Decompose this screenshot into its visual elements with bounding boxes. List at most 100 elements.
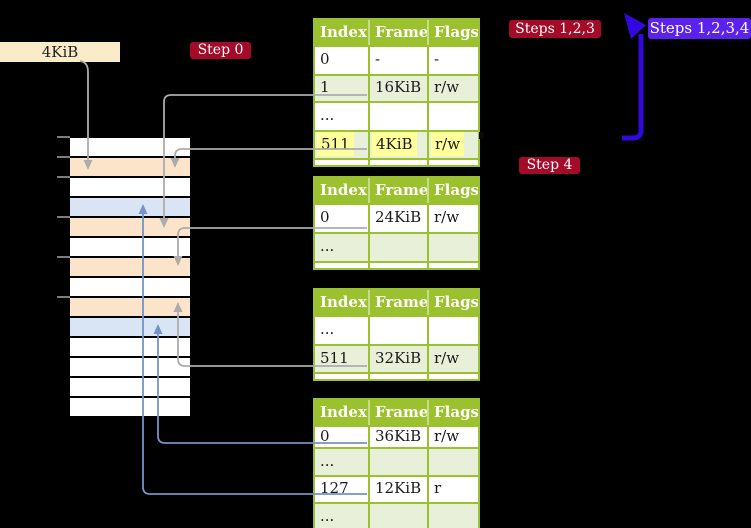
table-cell: - [427,47,478,74]
table-cell: 127 [315,477,368,502]
table-cell: ... [315,234,368,261]
table-cell [315,263,368,268]
table-cell [368,160,427,165]
table-cell: 32KiB [368,346,427,372]
table-row: ... [315,101,478,130]
table-header-cell: Index [315,178,368,203]
memory-frame-row [70,358,190,376]
table-cell: 511 [315,346,368,372]
table-cell [315,160,368,165]
table-header-cell: Flags [427,290,478,315]
memory-frame-row [70,398,190,416]
table-cell [427,263,478,268]
table-cell [368,317,427,344]
table-cell: 0 [315,205,368,232]
badge-step-0: Step 0 [190,42,251,59]
table-cell: r/w [427,205,478,232]
table-row: ... [315,447,478,475]
address-tick-mark [57,136,70,138]
table-cell [427,234,478,261]
table-cell: 36KiB [368,427,427,447]
memory-frame-row [70,238,190,256]
table-cell: ... [315,449,368,475]
address-tick-mark [57,156,70,158]
table-cell: ... [315,103,368,130]
highlighted-value: r/w [431,132,465,156]
table-cell: 0 [315,47,368,74]
table-cell [427,449,478,475]
table-cell [368,504,427,528]
memory-frame-row [70,298,190,316]
table-cell: r/w [427,132,478,158]
table-row: ... [315,232,478,261]
address-tick-mark [57,216,70,218]
table-row: ... [315,502,478,528]
table-cell: 1 [315,76,368,101]
badge-step-4: Step 4 [519,157,580,174]
table-cell [427,160,478,165]
table-cell [368,263,427,268]
table-cell: 511 [315,132,368,158]
memory-frame-row [70,178,190,196]
table-row: 0-- [315,45,478,74]
address-tick-mark [57,176,70,178]
table-cell: - [368,47,427,74]
table-cell: 0 [315,427,368,447]
table-cutoff-row [315,372,478,379]
table-cell [368,374,427,379]
table-header-cell: Frame [368,290,427,315]
table-cutoff-row [315,261,478,268]
address-tick-mark [57,256,70,258]
table-row: ... [315,315,478,344]
memory-frame-row [70,278,190,296]
table-cell [427,317,478,344]
table-cell: r/w [427,346,478,372]
table-header-cell: Flags [427,178,478,203]
table-cell [427,103,478,130]
table-header-cell: Flags [427,20,478,45]
table-cell: 4KiB [368,132,427,158]
memory-frame-row [70,138,190,156]
table-header-cell: Flags [427,400,478,425]
table-cell [368,103,427,130]
table-cell: r [427,477,478,502]
table-cell: ... [315,504,368,528]
table-cell [368,234,427,261]
memory-frame-row [70,218,190,236]
table-header-cell: Frame [368,178,427,203]
table-cell: ... [315,317,368,344]
badge-steps-1-2-3-4: Steps 1,2,3,4 [648,18,751,39]
table-cutoff-row [315,158,478,165]
loop-arrow-head [624,13,646,39]
table-header-cell: Frame [368,400,427,425]
table-cell [427,504,478,528]
memory-frame-row [70,318,190,336]
table-cell: r/w [427,76,478,101]
memory-frame-row [70,378,190,396]
memory-frame-row [70,198,190,216]
table-cell [315,374,368,379]
table-cell [368,449,427,475]
address-tick-mark [57,296,70,298]
highlighted-value: 511 [317,132,354,156]
badge-steps-1-2-3: Steps 1,2,3 [509,20,601,38]
table-header-cell: Index [315,290,368,315]
memory-frame-row [70,158,190,176]
table-cell: 16KiB [368,76,427,101]
table-cell: 24KiB [368,205,427,232]
frame-size-label: 4KiB [0,42,120,62]
memory-frame-row [70,338,190,356]
table-header-cell: Index [315,400,368,425]
table-cell [427,374,478,379]
loop-arrow [622,34,644,141]
